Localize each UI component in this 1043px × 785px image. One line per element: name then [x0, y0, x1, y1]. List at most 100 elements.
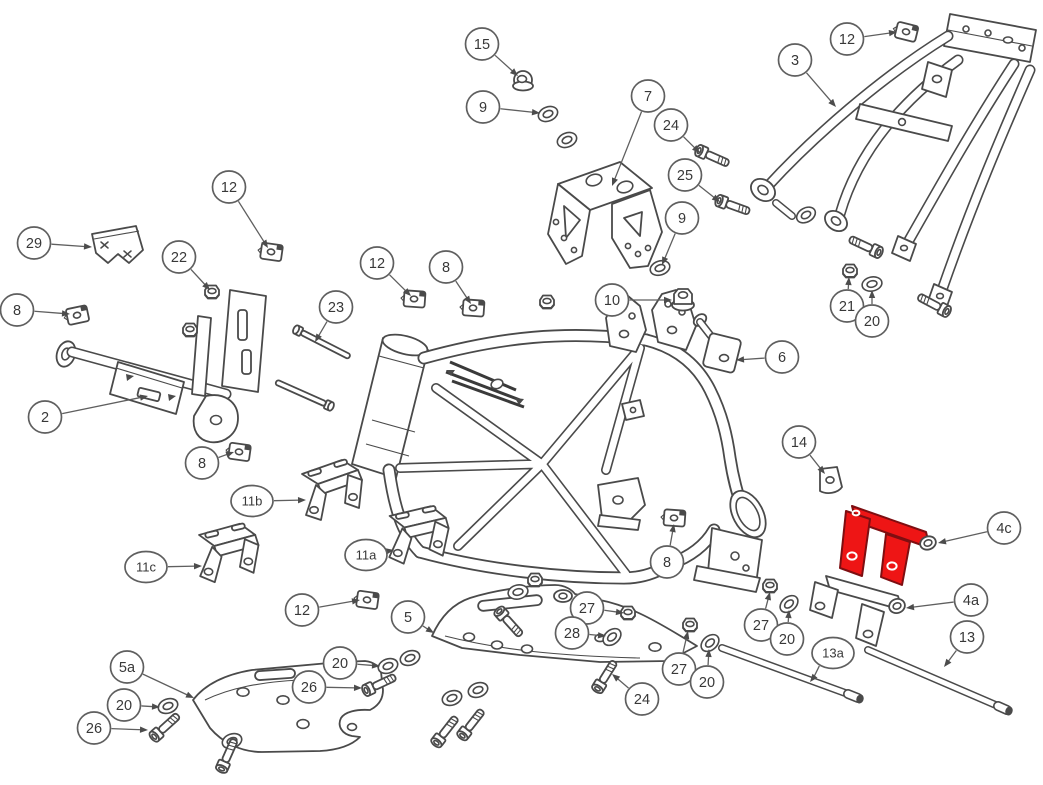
callout-25[interactable]: 25 [667, 158, 722, 205]
leader-arrowhead [615, 608, 624, 616]
callout-20[interactable]: 20 [689, 649, 725, 699]
callout-5a[interactable]: 5a [109, 650, 196, 701]
callout-balloon[interactable] [664, 201, 700, 235]
leader-line [864, 32, 892, 38]
callout-balloon[interactable] [344, 538, 388, 572]
callout-4a[interactable]: 4a [906, 583, 989, 617]
callout-15[interactable]: 15 [464, 27, 521, 78]
callout-24[interactable]: 24 [610, 672, 660, 716]
callout-7[interactable]: 7 [609, 79, 666, 187]
callout-balloon[interactable] [986, 511, 1022, 545]
linkage-bracket-4c-highlighted[interactable] [839, 505, 938, 586]
callout-balloon[interactable] [184, 446, 220, 480]
leader-line [357, 663, 375, 667]
callout-balloon[interactable] [667, 158, 703, 192]
callout-balloon[interactable] [211, 170, 247, 204]
callout-11c[interactable]: 11c [124, 550, 202, 584]
callout-balloon[interactable] [689, 665, 725, 699]
callout-balloon[interactable] [161, 240, 197, 274]
callout-12[interactable]: 12 [359, 246, 414, 298]
callout-20[interactable]: 20 [106, 688, 161, 722]
callout-balloon[interactable] [106, 688, 142, 722]
callout-balloon[interactable] [109, 650, 145, 684]
callout-20[interactable]: 20 [854, 290, 890, 338]
callout-balloon[interactable] [0, 293, 35, 327]
callout-balloon[interactable] [854, 304, 890, 338]
callout-27[interactable]: 27 [743, 591, 779, 642]
callout-24[interactable]: 24 [653, 108, 703, 155]
callout-8[interactable]: 8 [0, 293, 71, 327]
callout-balloon[interactable] [594, 283, 630, 317]
callout-11a[interactable]: 11a [344, 538, 395, 572]
callout-balloon[interactable] [781, 425, 817, 459]
callout-9[interactable]: 9 [659, 201, 700, 266]
callout-26[interactable]: 26 [76, 711, 149, 745]
callout-balloon[interactable] [76, 711, 112, 745]
callout-28[interactable]: 28 [554, 616, 607, 650]
callout-29[interactable]: 29 [16, 226, 93, 260]
leader-arrowhead [202, 281, 210, 290]
callout-11b[interactable]: 11b [230, 484, 306, 518]
callout-balloon[interactable] [230, 484, 274, 518]
callout-balloon[interactable] [624, 682, 660, 716]
callout-balloon[interactable] [953, 583, 989, 617]
callout-8[interactable]: 8 [428, 250, 474, 306]
callout-13[interactable]: 13 [941, 620, 985, 669]
leader-line [141, 705, 155, 708]
callout-20[interactable]: 20 [769, 610, 805, 656]
skid-plate-5a [192, 660, 384, 753]
callout-3[interactable]: 3 [777, 43, 839, 109]
callout-balloon[interactable] [27, 400, 63, 434]
callout-balloon[interactable] [829, 22, 865, 56]
leader-arrowhead [664, 296, 672, 304]
callout-13a[interactable]: 13a [807, 636, 855, 684]
callout-balloon[interactable] [318, 290, 354, 324]
callout-balloon[interactable] [322, 646, 358, 680]
callout-9[interactable]: 9 [465, 90, 541, 124]
callout-14[interactable]: 14 [781, 425, 828, 476]
callout-balloon[interactable] [769, 622, 805, 656]
callout-balloon[interactable] [569, 591, 605, 625]
callout-balloon[interactable] [291, 670, 327, 704]
callout-balloon[interactable] [649, 545, 685, 579]
callout-26[interactable]: 26 [291, 670, 363, 704]
callout-27[interactable]: 27 [661, 630, 697, 686]
callout-balloon[interactable] [359, 246, 395, 280]
callout-balloon[interactable] [661, 652, 697, 686]
callout-balloon[interactable] [464, 27, 500, 61]
callout-5[interactable]: 5 [390, 600, 436, 636]
callout-21[interactable]: 21 [829, 277, 865, 323]
callout-23[interactable]: 23 [312, 290, 354, 344]
callout-balloon[interactable] [764, 340, 800, 374]
callout-balloon[interactable] [554, 616, 590, 650]
callout-8[interactable]: 8 [649, 523, 685, 579]
callout-balloon[interactable] [390, 600, 426, 634]
callout-balloon[interactable] [428, 250, 464, 284]
callout-balloon[interactable] [284, 593, 320, 627]
callout-27[interactable]: 27 [569, 591, 625, 625]
callout-20[interactable]: 20 [322, 646, 381, 680]
callout-number: 2 [41, 410, 49, 426]
callout-balloon[interactable] [829, 289, 865, 323]
callout-balloon[interactable] [465, 90, 501, 124]
callout-22[interactable]: 22 [161, 240, 213, 292]
callout-balloon[interactable] [949, 620, 985, 654]
callout-balloon[interactable] [630, 79, 666, 113]
callout-balloon[interactable] [777, 43, 813, 77]
leader-line [613, 111, 643, 181]
callout-balloon[interactable] [811, 636, 855, 670]
callout-10[interactable]: 10 [594, 283, 673, 317]
callout-8[interactable]: 8 [184, 446, 236, 480]
callout-balloon[interactable] [124, 550, 168, 584]
callout-balloon[interactable] [653, 108, 689, 142]
callout-balloon[interactable] [16, 226, 52, 260]
callout-4c[interactable]: 4c [937, 511, 1022, 546]
callout-12[interactable]: 12 [284, 593, 361, 627]
callout-12[interactable]: 12 [829, 22, 898, 56]
leader-line [741, 357, 765, 361]
callout-2[interactable]: 2 [27, 393, 149, 434]
callout-6[interactable]: 6 [736, 340, 800, 374]
leader-arrowhead [888, 29, 897, 37]
callout-12[interactable]: 12 [211, 170, 271, 250]
